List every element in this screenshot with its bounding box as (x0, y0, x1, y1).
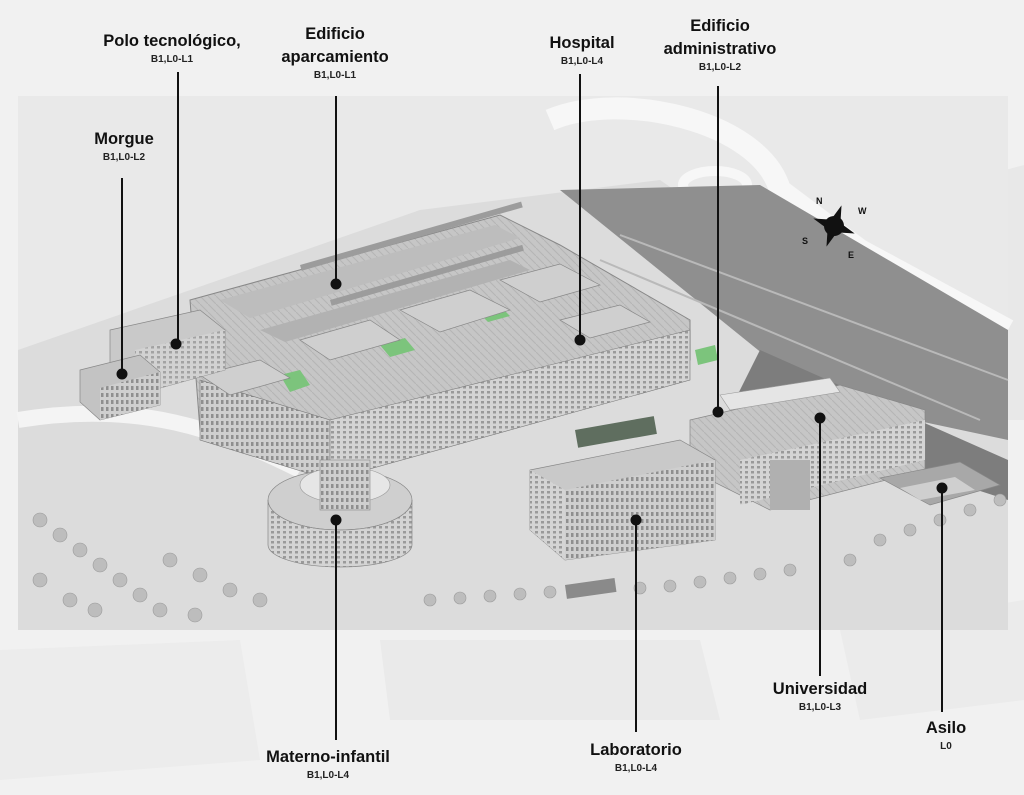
dot-laboratorio (630, 514, 642, 526)
label-universidad: Universidad B1,L0-L3 (773, 678, 867, 714)
aerial-render (16, 96, 1014, 630)
label-name: Universidad (772, 680, 868, 698)
dot-aparcamiento (330, 278, 342, 290)
label-name: Edificio (690, 17, 750, 35)
leader-lines (116, 72, 948, 740)
label-name: Hospital (549, 34, 615, 52)
label-materno-infantil: Materno-infantil B1,L0-L4 (266, 746, 390, 782)
compass-n: N (816, 196, 823, 206)
compass-e: E (848, 250, 854, 260)
label-code: B1,L0-L4 (306, 770, 350, 781)
label-laboratorio: Laboratorio B1,L0-L4 (590, 739, 682, 775)
label-edificio-aparcamiento: Edificio aparcamiento B1,L0-L1 (281, 23, 388, 82)
label-edificio-administrativo: Edificio administrativo B1,L0-L2 (664, 15, 777, 74)
label-name: Edificio (305, 25, 365, 43)
label-name: Polo tecnológico, (103, 32, 241, 50)
dot-materno (330, 514, 342, 526)
label-name: Morgue (94, 130, 154, 148)
label-hospital: Hospital B1,L0-L4 (549, 32, 614, 68)
label-name: Asilo (925, 719, 967, 737)
label-code: B1,L0-L4 (614, 763, 658, 774)
compass-w: W (858, 206, 867, 216)
label-code: B1,L0-L4 (560, 56, 604, 67)
dot-polo (170, 338, 182, 350)
label-morgue: Morgue B1,L0-L2 (94, 128, 154, 164)
label-code: B1,L0-L1 (313, 70, 357, 81)
label-polo-tecnologico: Polo tecnológico, B1,L0-L1 (103, 30, 241, 66)
compass-s: S (802, 236, 808, 246)
dot-universidad (814, 412, 826, 424)
dot-asilo (936, 482, 948, 494)
label-code: B1,L0-L2 (698, 62, 742, 73)
dot-administrativo (712, 406, 724, 418)
label-code: B1,L0-L1 (150, 54, 194, 65)
compass-icon: N S E W (802, 196, 867, 260)
dot-morgue (116, 368, 128, 380)
dot-hospital (574, 334, 586, 346)
label-code: L0 (940, 741, 952, 752)
label-asilo: Asilo L0 (926, 717, 966, 753)
label-code: B1,L0-L2 (102, 152, 146, 163)
label-name: administrativo (663, 40, 777, 58)
label-name: Laboratorio (590, 741, 682, 759)
label-name: Materno-infantil (266, 748, 390, 766)
label-name: aparcamiento (281, 48, 389, 66)
label-code: B1,L0-L3 (798, 702, 842, 713)
